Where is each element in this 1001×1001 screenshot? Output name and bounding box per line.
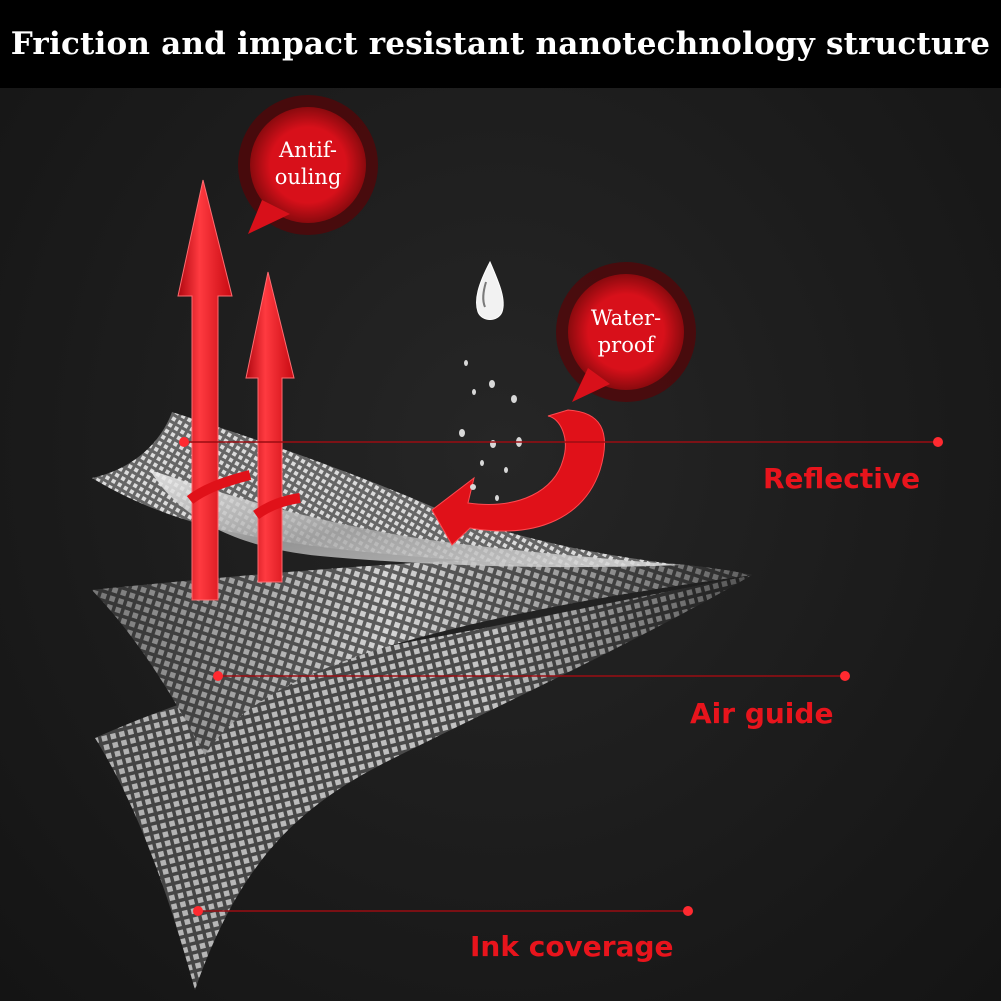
- waterproof-callout-text: Water- proof: [571, 305, 681, 359]
- waterproof-line-2: proof: [597, 333, 655, 357]
- water-drop-icon: [476, 260, 504, 320]
- ink-coverage-label: Ink coverage: [470, 930, 674, 963]
- antifouling-callout-text: Antif- ouling: [253, 137, 363, 191]
- header-bar: Friction and impact resistant nanotechno…: [0, 0, 1001, 88]
- antifouling-arrows: [177, 179, 301, 601]
- droplets-icon: [459, 360, 522, 501]
- air-guide-label: Air guide: [690, 697, 834, 730]
- waterproof-line-1: Water-: [590, 306, 662, 330]
- page-title: Friction and impact resistant nanotechno…: [10, 26, 991, 62]
- waterproof-bubble: [556, 262, 696, 402]
- antifouling-line-1: Antif-: [279, 138, 337, 162]
- waterproof-arrow: [431, 409, 605, 546]
- pointer-lines: [179, 437, 943, 916]
- antifouling-line-2: ouling: [274, 165, 342, 189]
- reflective-label: Reflective: [763, 462, 921, 495]
- antifouling-bubble: [238, 95, 378, 235]
